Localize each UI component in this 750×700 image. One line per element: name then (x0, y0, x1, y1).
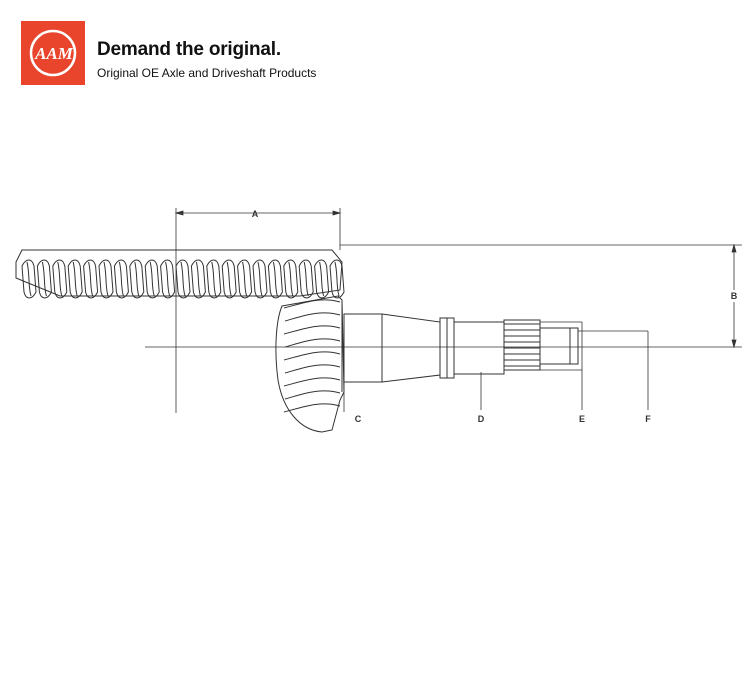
aam-logo-mark: AAM (29, 29, 77, 77)
pinion-tooth (283, 377, 341, 387)
pinion-tooth (284, 390, 341, 400)
ring-gear-tooth (67, 259, 83, 299)
ring-gear-tooth (83, 259, 99, 299)
ring-gear-tooth (329, 259, 345, 299)
ring-gear-tooth-edge (272, 261, 278, 297)
ring-gear-tooth-edge (242, 261, 248, 297)
ring-gear-tooth (267, 259, 283, 299)
ring-gear-tooth (314, 259, 330, 299)
ring-gear-tooth-edge (195, 261, 201, 297)
pinion-teeth (283, 299, 341, 413)
ring-gear-tooth (252, 259, 268, 299)
logo-lettering: AAM (34, 44, 74, 63)
ring-gear-tooth (144, 259, 160, 299)
ring-gear-tooth (283, 259, 299, 299)
ring-gear-tooth (298, 259, 314, 299)
dim-b-arrow-top (731, 243, 737, 253)
ring-gear-tooth (175, 259, 191, 299)
dim-b-arrow-bottom (731, 339, 737, 349)
dim-label-d: D (478, 414, 485, 424)
ring-gear-tooth-edge (26, 261, 32, 297)
ring-gear-tooth-edge (303, 261, 309, 297)
ring-gear-tooth (98, 259, 114, 299)
ring-gear-tooth-edge (165, 261, 171, 297)
pinion-tooth (283, 403, 341, 413)
ring-gear-tooth (113, 259, 129, 299)
pinion-head (275, 295, 345, 433)
pinion-tooth (283, 351, 341, 361)
brand-tagline: Demand the original. (97, 39, 281, 60)
aam-logo: AAM (21, 21, 85, 85)
shaft-journal (453, 321, 505, 375)
ring-gear-tooth-edge (134, 261, 140, 297)
ring-gear-tooth (221, 259, 237, 299)
ring-gear (15, 249, 345, 299)
ring-gear-body (15, 249, 343, 297)
ring-gear-tooth-edge (118, 261, 124, 297)
ring-gear-tooth-edge (72, 261, 78, 297)
dim-label-c: C (355, 414, 362, 424)
ring-gear-tooth-edge (226, 261, 232, 297)
ring-gear-tooth (160, 259, 176, 299)
dim-a-arrow-left (174, 210, 184, 216)
ring-gear-tooth-edge (211, 261, 217, 297)
pinion-shaft-body (343, 313, 441, 383)
dim-label-f: F (645, 414, 651, 424)
ring-gear-tooth (190, 259, 206, 299)
ring-gear-tooth (237, 259, 253, 299)
dim-label-a: A (252, 209, 259, 219)
ring-gear-tooth-edge (180, 261, 186, 297)
dimension-lines (145, 208, 742, 413)
ring-gear-tooth-edge (103, 261, 109, 297)
pinion-tooth (284, 364, 341, 374)
dim-b-label-gap (729, 290, 739, 302)
dim-label-b-front: B (731, 291, 738, 301)
ring-gear-tooth-edge (88, 261, 94, 297)
ring-gear-tooth (52, 259, 68, 299)
dim-label-e: E (579, 414, 585, 424)
ring-gear-tooth-edge (57, 261, 63, 297)
ring-gear-tooth (21, 259, 37, 299)
pinion-tooth (284, 338, 341, 348)
shaft-thread (539, 327, 579, 365)
ring-gear-tooth-edge (257, 261, 263, 297)
ring-gear-tooth-edge (41, 261, 47, 297)
ring-gear-tooth-edge (288, 261, 294, 297)
ring-gear-tooth-edge (334, 261, 340, 297)
ring-gear-tooth (129, 259, 145, 299)
ring-gear-tooth (36, 259, 52, 299)
dim-a-arrow-right (332, 210, 342, 216)
pinion-gear (275, 295, 579, 433)
ring-gear-tooth-edge (319, 261, 325, 297)
shaft-splines (503, 319, 541, 371)
ring-gear-tooth (206, 259, 222, 299)
ring-gear-tooth-edge (149, 261, 155, 297)
pinion-tooth (283, 299, 341, 309)
brand-header: AAM Demand the original. Original OE Axl… (21, 21, 441, 86)
spline-lines (504, 323, 540, 367)
pinion-tooth (283, 325, 341, 335)
pinion-tooth (284, 312, 341, 322)
brand-subline: Original OE Axle and Driveshaft Products (97, 66, 317, 80)
